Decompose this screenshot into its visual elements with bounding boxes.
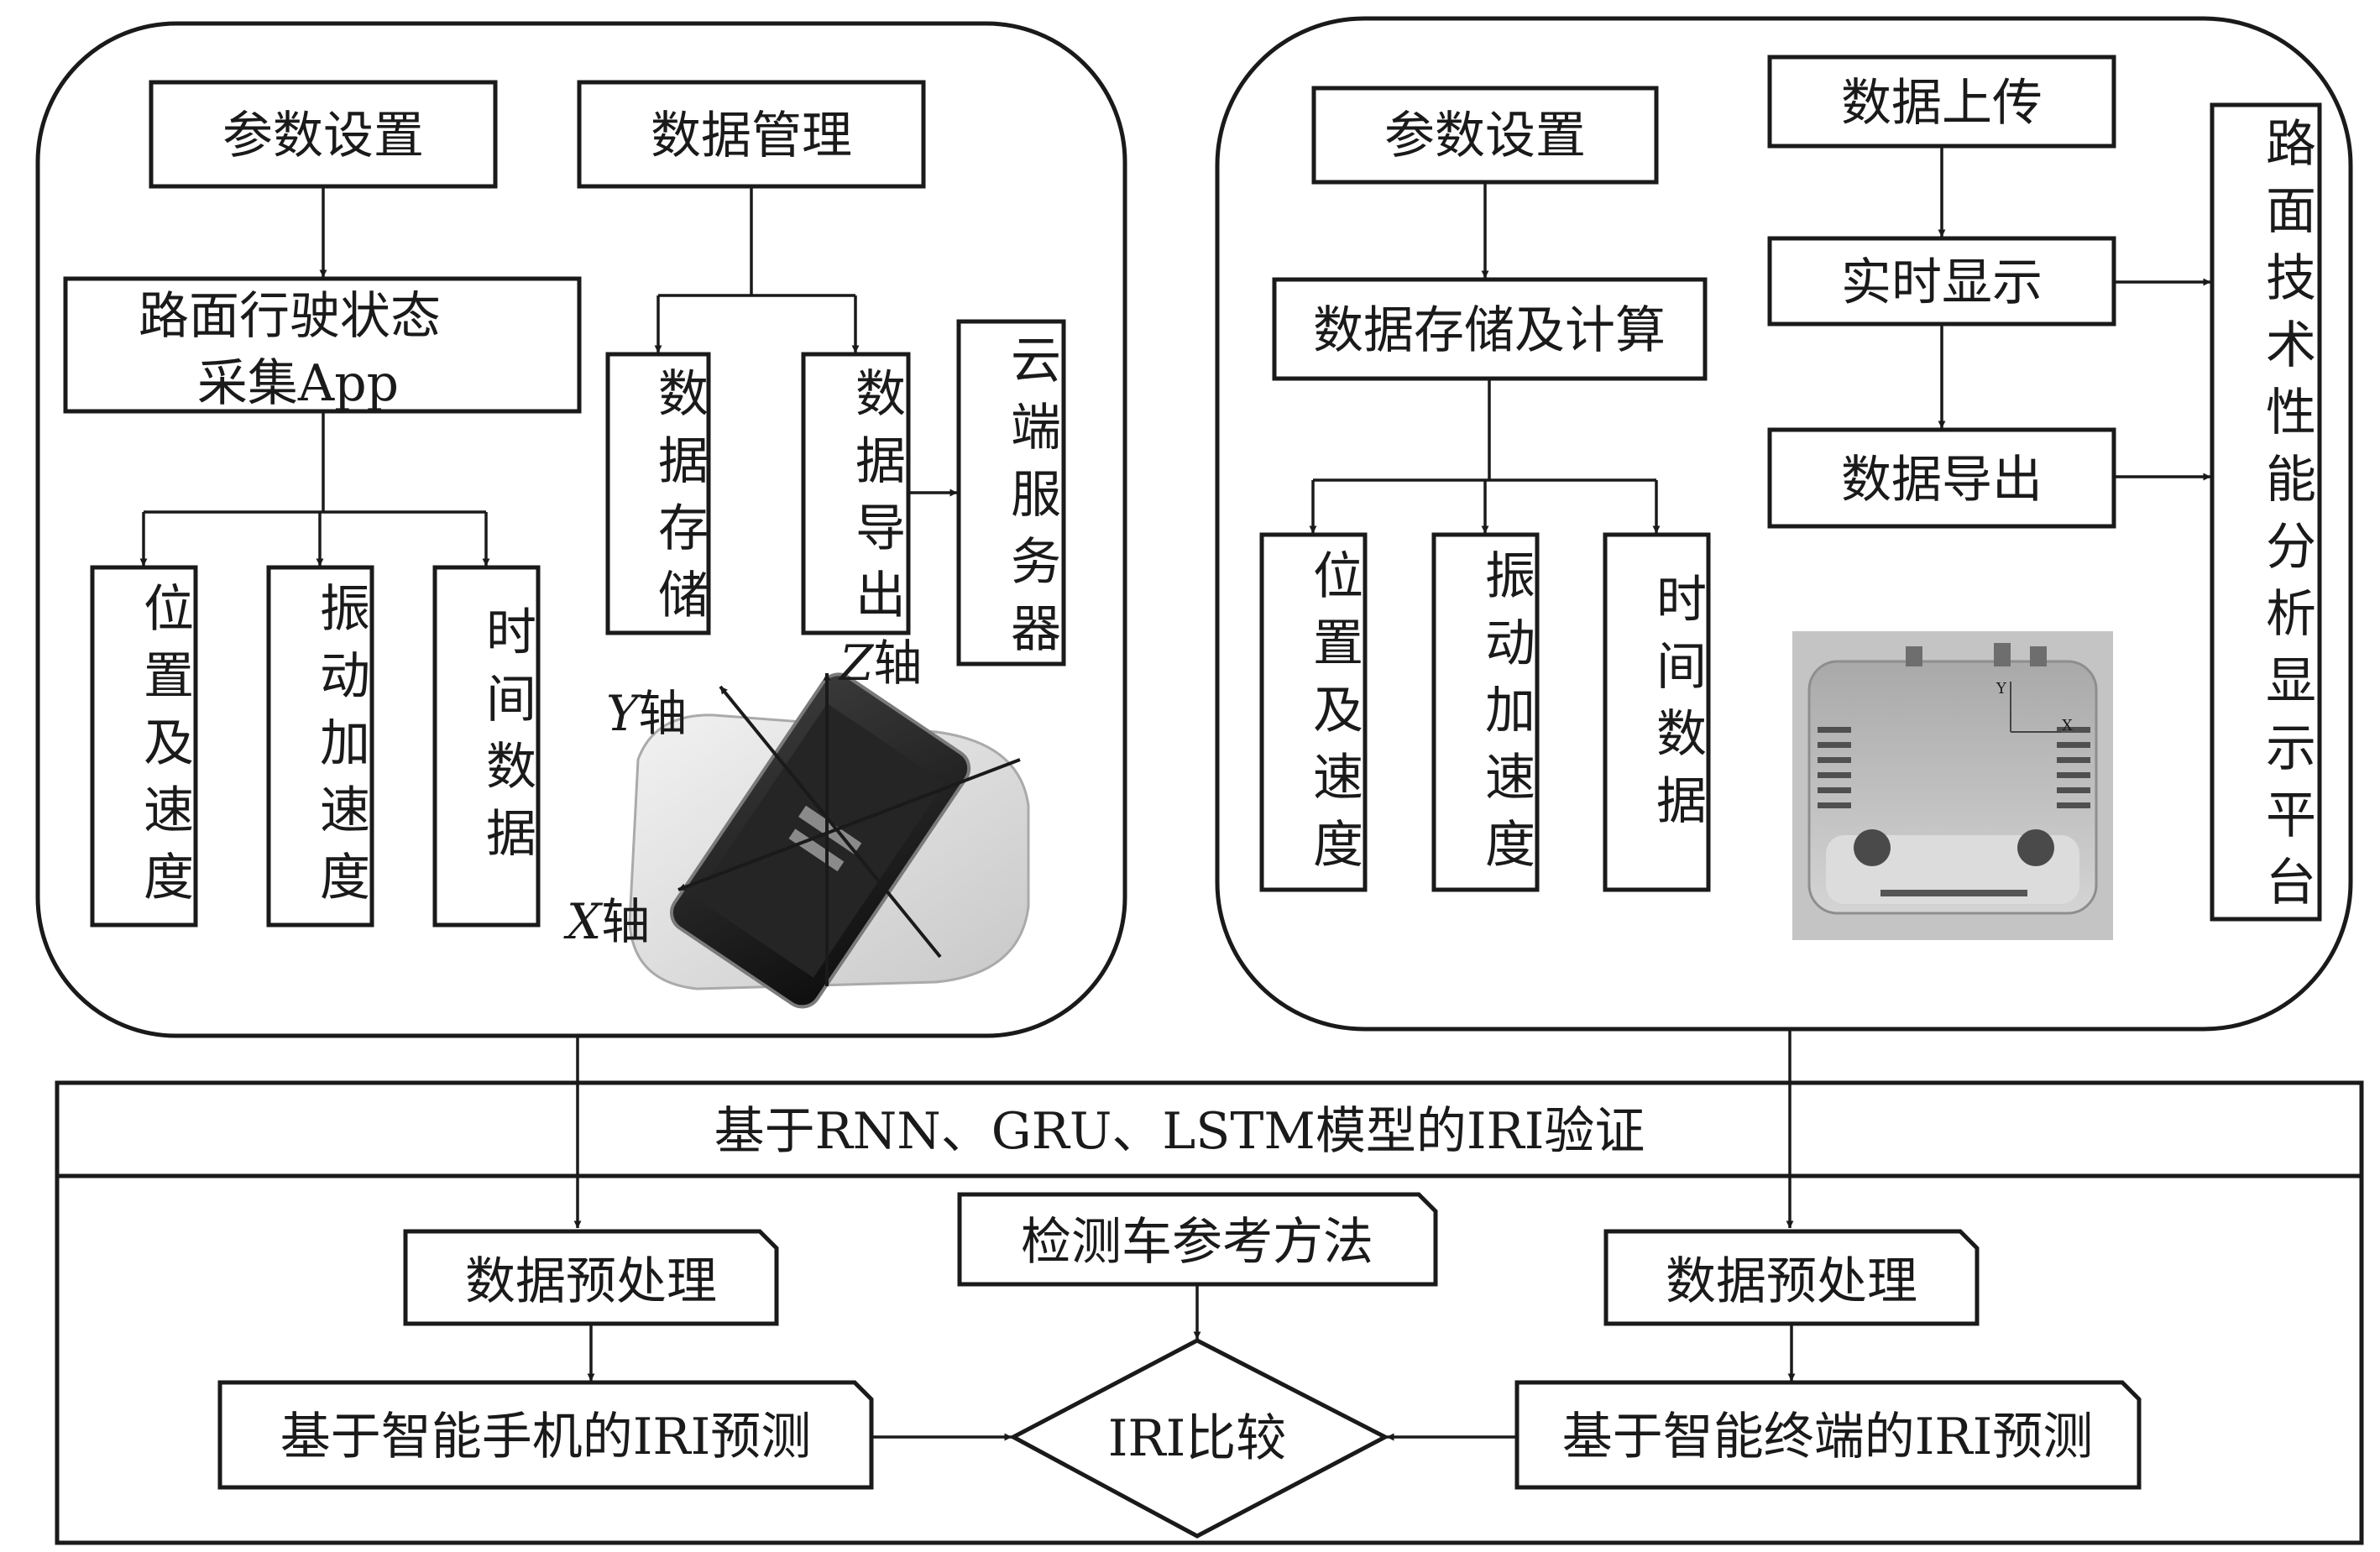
left-position-speed-label: 位 置 及 速 度 [144, 580, 210, 907]
left-data-export-label: 数 据 导 出 [855, 365, 922, 625]
terminal-prediction-box [1514, 1380, 2142, 1490]
smartphone-illustration [628, 672, 1030, 1009]
collection-app-line1: 路面行驶状态 [139, 287, 441, 346]
device-x-axis-label: X [2062, 717, 2073, 734]
left-param-settings-label: 参数设置 [222, 107, 424, 165]
collection-app-line2: 采集App [197, 354, 399, 413]
left-preprocess-label: 数据预处理 [465, 1252, 717, 1311]
right-position-speed-box [1259, 532, 1368, 892]
data-storage-label: 数 据 存 储 [658, 365, 724, 625]
left-position-speed-box [90, 565, 198, 928]
smart-terminal-device [1792, 631, 2113, 940]
data-management-label: 数据管理 [651, 107, 852, 165]
left-preprocess-box [403, 1229, 779, 1326]
reference-method-label: 检测车参考方法 [1021, 1213, 1373, 1272]
right-vibration-accel-box [1431, 532, 1540, 892]
iri-compare-diamond [1008, 1338, 1390, 1539]
storage-calc-box [1272, 277, 1708, 381]
right-data-export-label: 数据导出 [1841, 451, 2043, 509]
phone-prediction-label: 基于智能手机的IRI预测 [280, 1408, 812, 1466]
right-preprocess-label: 数据预处理 [1666, 1252, 1917, 1311]
y-axis-label: Y轴 [606, 685, 687, 742]
left-time-data-label: 时 间 数 据 [486, 604, 552, 864]
left-vibration-accel-label: 振 动 加 速 度 [320, 580, 386, 907]
cloud-server-box [956, 319, 1066, 666]
left-data-export-box [801, 352, 911, 635]
left-time-data-box [432, 565, 541, 928]
platform-box [2210, 102, 2322, 922]
right-time-data-box [1603, 532, 1711, 892]
x-axis-label: X轴 [563, 893, 650, 950]
data-management-box [577, 80, 926, 189]
iri-compare-label: IRI比较 [1108, 1409, 1287, 1468]
reference-method-box [957, 1192, 1438, 1287]
storage-calc-label: 数据存储及计算 [1313, 301, 1666, 360]
right-param-settings-label: 参数设置 [1384, 107, 1586, 165]
right-vibration-accel-label: 振 动 加 速 度 [1485, 547, 1551, 875]
device-y-axis-label: Y [1996, 680, 2007, 698]
left-vibration-accel-box [266, 565, 374, 928]
data-upload-label: 数据上传 [1841, 74, 2043, 133]
terminal-prediction-label: 基于智能终端的IRI预测 [1562, 1408, 2094, 1466]
realtime-display-label: 实时显示 [1841, 253, 2043, 312]
verification-title: 基于RNN、GRU、LSTM模型的IRI验证 [714, 1102, 1645, 1161]
phone-prediction-box [217, 1380, 874, 1490]
right-position-speed-label: 位 置 及 速 度 [1313, 547, 1379, 875]
right-param-settings-box [1311, 86, 1659, 185]
right-preprocess-box [1603, 1229, 1980, 1326]
collection-app-box [63, 276, 582, 414]
left-param-settings-box [149, 80, 498, 189]
data-storage-box [605, 352, 711, 635]
cloud-server-label: 云 端 服 务 器 [1011, 332, 1077, 659]
platform-label: 路 面 技 术 性 能 分 析 显 示 平 台 [2266, 115, 2332, 912]
right-time-data-label: 时 间 数 据 [1656, 571, 1723, 831]
z-axis-label: Z轴 [838, 635, 922, 692]
